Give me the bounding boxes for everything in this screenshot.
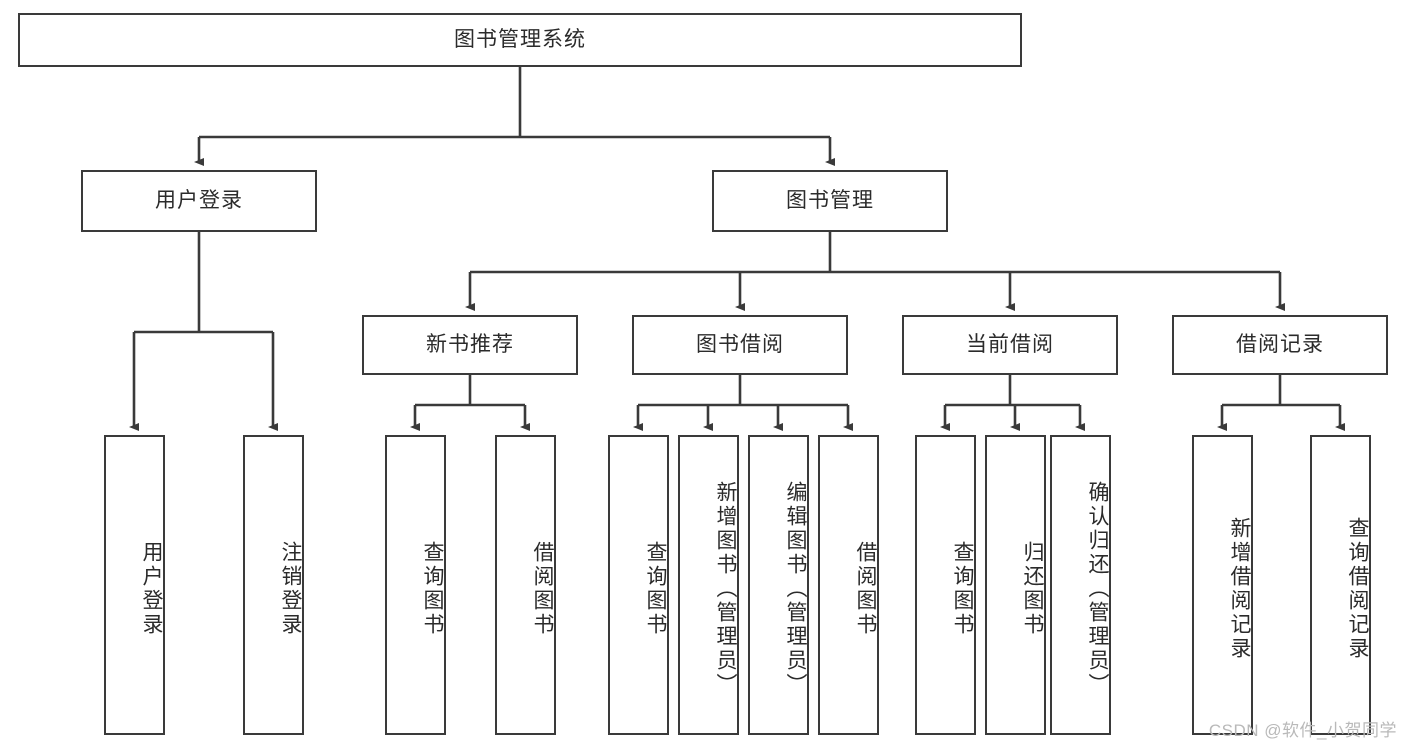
node-user-login[interactable]: 用户登录	[81, 170, 317, 232]
leaf-query-record-label: 查询借阅记录	[1346, 517, 1369, 661]
node-current-borrow-label: 当前借阅	[966, 332, 1054, 356]
leaf-add-book-label: 新增图书（管理员）	[714, 481, 737, 697]
leaf-user-login[interactable]: 用户登录	[104, 435, 165, 735]
node-new-book-rec[interactable]: 新书推荐	[362, 315, 578, 375]
leaf-add-book[interactable]: 新增图书（管理员）	[678, 435, 739, 735]
node-book-borrow-label: 图书借阅	[696, 332, 784, 356]
leaf-query-book-3[interactable]: 查询图书	[915, 435, 976, 735]
leaf-query-book-1-label: 查询图书	[421, 541, 444, 637]
node-book-borrow[interactable]: 图书借阅	[632, 315, 848, 375]
leaf-edit-book-label: 编辑图书（管理员）	[784, 481, 807, 697]
leaf-add-record[interactable]: 新增借阅记录	[1192, 435, 1253, 735]
node-new-book-rec-label: 新书推荐	[426, 332, 514, 356]
node-book-manage-label: 图书管理	[786, 188, 874, 212]
leaf-user-logout-label: 注销登录	[279, 541, 302, 637]
leaf-query-book-1[interactable]: 查询图书	[385, 435, 446, 735]
leaf-query-book-2-label: 查询图书	[644, 541, 667, 637]
leaf-edit-book[interactable]: 编辑图书（管理员）	[748, 435, 809, 735]
watermark-text: CSDN @软件_小贺同学	[1208, 721, 1397, 740]
leaf-return-book-label: 归还图书	[1021, 541, 1044, 637]
node-borrow-record-label: 借阅记录	[1236, 332, 1324, 356]
leaf-confirm-return[interactable]: 确认归还（管理员）	[1050, 435, 1111, 735]
leaf-borrow-book-1-label: 借阅图书	[531, 541, 554, 637]
node-current-borrow[interactable]: 当前借阅	[902, 315, 1118, 375]
leaf-borrow-book-1[interactable]: 借阅图书	[495, 435, 556, 735]
leaf-confirm-return-label: 确认归还（管理员）	[1086, 481, 1109, 697]
node-borrow-record[interactable]: 借阅记录	[1172, 315, 1388, 375]
leaf-user-logout[interactable]: 注销登录	[243, 435, 304, 735]
node-user-login-label: 用户登录	[155, 188, 243, 212]
leaf-return-book[interactable]: 归还图书	[985, 435, 1046, 735]
leaf-user-login-label: 用户登录	[140, 541, 163, 637]
leaf-query-book-3-label: 查询图书	[951, 541, 974, 637]
leaf-query-record[interactable]: 查询借阅记录	[1310, 435, 1371, 735]
node-root[interactable]: 图书管理系统	[18, 13, 1022, 67]
leaf-borrow-book-2[interactable]: 借阅图书	[818, 435, 879, 735]
leaf-borrow-book-2-label: 借阅图书	[854, 541, 877, 637]
leaf-query-book-2[interactable]: 查询图书	[608, 435, 669, 735]
node-book-manage[interactable]: 图书管理	[712, 170, 948, 232]
leaf-add-record-label: 新增借阅记录	[1228, 517, 1251, 661]
node-root-label: 图书管理系统	[454, 27, 586, 51]
